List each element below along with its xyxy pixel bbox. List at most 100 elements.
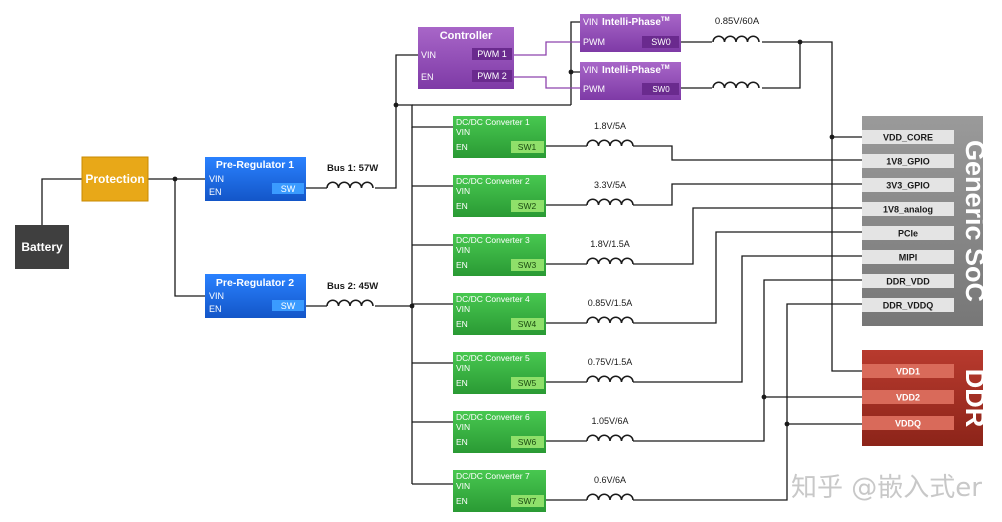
soc-pin: 3V3_GPIO — [862, 178, 954, 192]
ddr-pin-label: VDD2 — [896, 393, 920, 403]
wires — [41, 21, 862, 501]
pwm-pin: PWM — [583, 37, 605, 47]
pwm-links — [512, 41, 582, 89]
converter-output-label: 1.05V/6A — [591, 416, 628, 426]
converter-7-inductor — [586, 493, 634, 501]
vin-pin: VIN — [209, 174, 224, 184]
en-pin: EN — [456, 496, 468, 506]
vin-pin: VIN — [456, 304, 470, 314]
vin-pin: VIN — [209, 291, 224, 301]
converter-output-label: 0.6V/6A — [594, 475, 626, 485]
en-pin: EN — [209, 304, 222, 314]
vin-pin: VIN — [456, 245, 470, 255]
sw-pin: SW2 — [518, 201, 537, 211]
en-pin: EN — [209, 187, 222, 197]
converter-title: DC/DC Converter 7 — [456, 471, 530, 481]
soc-pin: MIPI — [862, 250, 954, 264]
phase-2-inductor — [712, 81, 760, 89]
converter-2-inductor — [586, 198, 634, 206]
pre-regulator-2: Pre-Regulator 2 VIN EN SW — [205, 274, 306, 318]
soc-pin-label: DDR_VDD — [886, 277, 930, 287]
phase-title-text: Intelli-Phase — [602, 17, 661, 28]
ddr-title: DDR — [960, 369, 990, 428]
sw0-pin: SW0 — [652, 85, 670, 94]
soc-pins: VDD_CORE1V8_GPIO3V3_GPIO1V8_analogPCIeMI… — [862, 130, 954, 312]
phase-title: Intelli-PhaseTM — [602, 17, 670, 28]
converter-title: DC/DC Converter 6 — [456, 412, 530, 422]
en-pin: EN — [456, 260, 468, 270]
battery-label: Battery — [21, 240, 63, 254]
soc-title: Generic SoC — [960, 140, 990, 302]
en-pin: EN — [421, 72, 434, 82]
sw-pin: SW7 — [518, 496, 537, 506]
converter-output-label: 0.75V/1.5A — [588, 357, 633, 367]
pre-regulator-title: Pre-Regulator 1 — [216, 159, 294, 171]
battery-block: Battery — [15, 225, 69, 269]
sw-pin: SW3 — [518, 260, 537, 270]
sw-pin: SW5 — [518, 378, 537, 388]
inductors — [326, 35, 760, 501]
converter-1-inductor — [586, 139, 634, 147]
converter-6-inductor — [586, 434, 634, 442]
vin-pin: VIN — [456, 481, 470, 491]
phase-title-text: Intelli-Phase — [602, 65, 661, 76]
soc-pin: VDD_CORE — [862, 130, 954, 144]
generic-soc: Generic SoC VDD_CORE 1V8_GPIO 3V3_GPIO 1V8_… — [862, 116, 990, 326]
converter-output-label: 1.8V/1.5A — [590, 239, 630, 249]
controller-title: Controller — [440, 30, 493, 42]
converter-title: DC/DC Converter 1 — [456, 117, 530, 127]
vin-pin: VIN — [456, 363, 470, 373]
soc-pin-label: VDD_CORE — [883, 133, 933, 143]
vin-pin: VIN — [456, 186, 470, 196]
trademark: TM — [661, 17, 670, 23]
vin-pin: VIN — [421, 50, 436, 60]
sw-pin: SW6 — [518, 437, 537, 447]
sw-pin: SW — [281, 301, 296, 311]
en-pin: EN — [456, 201, 468, 211]
sw-pin: SW — [281, 184, 296, 194]
pre-regulator-1: Pre-Regulator 1 VIN EN SW — [205, 157, 306, 201]
converter-title: DC/DC Converter 3 — [456, 235, 530, 245]
ddr-pin-label: VDDQ — [895, 419, 921, 429]
converter-output-label: 3.3V/5A — [594, 180, 626, 190]
ddr-pin: VDD2 — [862, 390, 954, 404]
sw-pin: SW4 — [518, 319, 537, 329]
ddr-pin-label: VDD1 — [896, 367, 920, 377]
pwm-2-pin: PWM 2 — [477, 71, 507, 81]
ddr-pin: VDD1 — [862, 364, 954, 378]
soc-pin-label: DDR_VDDQ — [883, 301, 934, 311]
converter-5-inductor — [586, 375, 634, 383]
vin-pin: VIN — [456, 127, 470, 137]
phase-1-inductor — [712, 35, 760, 43]
vin-pin: VIN — [583, 65, 598, 75]
converter-output-label: 1.8V/5A — [594, 121, 626, 131]
intelli-phase-1: VIN Intelli-PhaseTM PWM SW0 — [580, 14, 681, 52]
soc-pin: DDR_VDDQ — [862, 298, 954, 312]
ddr-pin: VDDQ — [862, 416, 954, 430]
converter-title: DC/DC Converter 4 — [456, 294, 530, 304]
vin-pin: VIN — [583, 17, 598, 27]
bus-1-label: Bus 1: 57W — [327, 163, 378, 174]
converter-title: DC/DC Converter 2 — [456, 176, 530, 186]
pwm-pin: PWM — [583, 84, 605, 94]
soc-pin: 1V8_GPIO — [862, 154, 954, 168]
converter-title: DC/DC Converter 5 — [456, 353, 530, 363]
sw0-pin: SW0 — [651, 37, 671, 47]
trademark: TM — [661, 65, 670, 71]
bus-2-inductor — [326, 299, 374, 307]
soc-pin-label: 1V8_analog — [883, 205, 933, 215]
sw-pin: SW1 — [518, 142, 537, 152]
phase-title: Intelli-PhaseTM — [602, 65, 670, 76]
soc-pin-label: MIPI — [899, 253, 918, 263]
bus-2-label: Bus 2: 45W — [327, 281, 378, 292]
vin-pin: VIN — [456, 422, 470, 432]
soc-pin: 1V8_analog — [862, 202, 954, 216]
controller-block: Controller VIN EN PWM 1 PWM 2 — [418, 27, 514, 89]
